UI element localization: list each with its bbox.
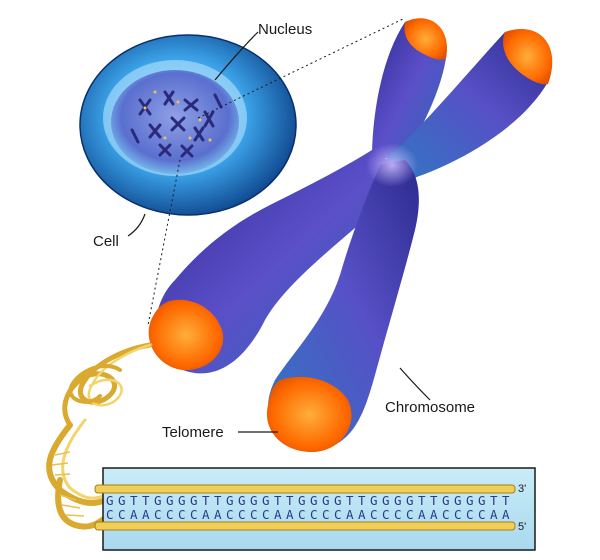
zoom-lines [147, 17, 406, 326]
chromosome-arm-lower-left [155, 150, 396, 374]
telomere-cap-lower-left [148, 299, 224, 371]
three-prime-label: 3' [518, 483, 526, 495]
telomere-label: Telomere [162, 424, 224, 441]
telomere-sequence-panel: GGTTGGGGTTGGGGTTGGGGTTGGGGTTGGGGTT CCAAC… [94, 467, 536, 551]
nucleus-chromosomes [130, 90, 223, 158]
chromosome [148, 18, 553, 452]
dna-strand-top-backbone [94, 484, 516, 494]
nucleus-speckles [143, 90, 212, 142]
chromosome-label: Chromosome [385, 399, 475, 416]
chromosome-arm-upper-right [385, 29, 552, 180]
nucleus [111, 70, 239, 174]
telomere-cap-upper-left [404, 18, 447, 60]
cell-label: Cell [93, 233, 119, 250]
chromosome-leader [399, 367, 431, 401]
telomere-cap-upper-right [503, 29, 553, 85]
five-prime-label: 5' [518, 521, 526, 533]
cell-leader [127, 213, 146, 237]
nucleus-label: Nucleus [258, 21, 312, 38]
nucleus-leader [214, 31, 259, 81]
dna-helix [46, 342, 153, 530]
centromere [366, 143, 418, 187]
cell [79, 34, 297, 216]
dna-strand-bottom-backbone [94, 521, 516, 531]
telomere-cap-lower-right [266, 376, 352, 452]
